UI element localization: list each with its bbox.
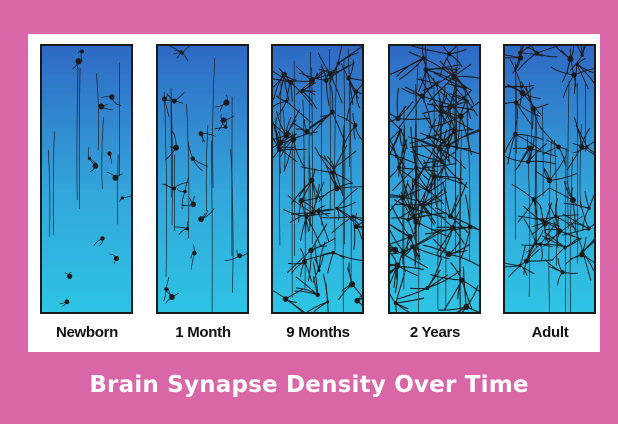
- neuron-illustration-1-month: [158, 46, 247, 312]
- diagram-area: Newborn 1 Month 9 Months 2 Years Adult: [28, 34, 600, 352]
- neuron-illustration-2-years: [390, 46, 479, 312]
- label-1-month: 1 Month: [148, 324, 258, 341]
- neuron-illustration-newborn: [42, 46, 131, 312]
- panel-adult: [503, 44, 596, 314]
- panel-2-years: [388, 44, 481, 314]
- panel-9-months: [271, 44, 364, 314]
- label-2-years: 2 Years: [380, 324, 490, 341]
- panel-1-month: [156, 44, 249, 314]
- neuron-illustration-9-months: [273, 46, 362, 312]
- label-adult: Adult: [495, 324, 605, 341]
- panel-newborn: [40, 44, 133, 314]
- label-newborn: Newborn: [32, 324, 142, 341]
- diagram-caption: Brain Synapse Density Over Time: [0, 372, 618, 398]
- neuron-illustration-adult: [505, 46, 594, 312]
- label-9-months: 9 Months: [263, 324, 373, 341]
